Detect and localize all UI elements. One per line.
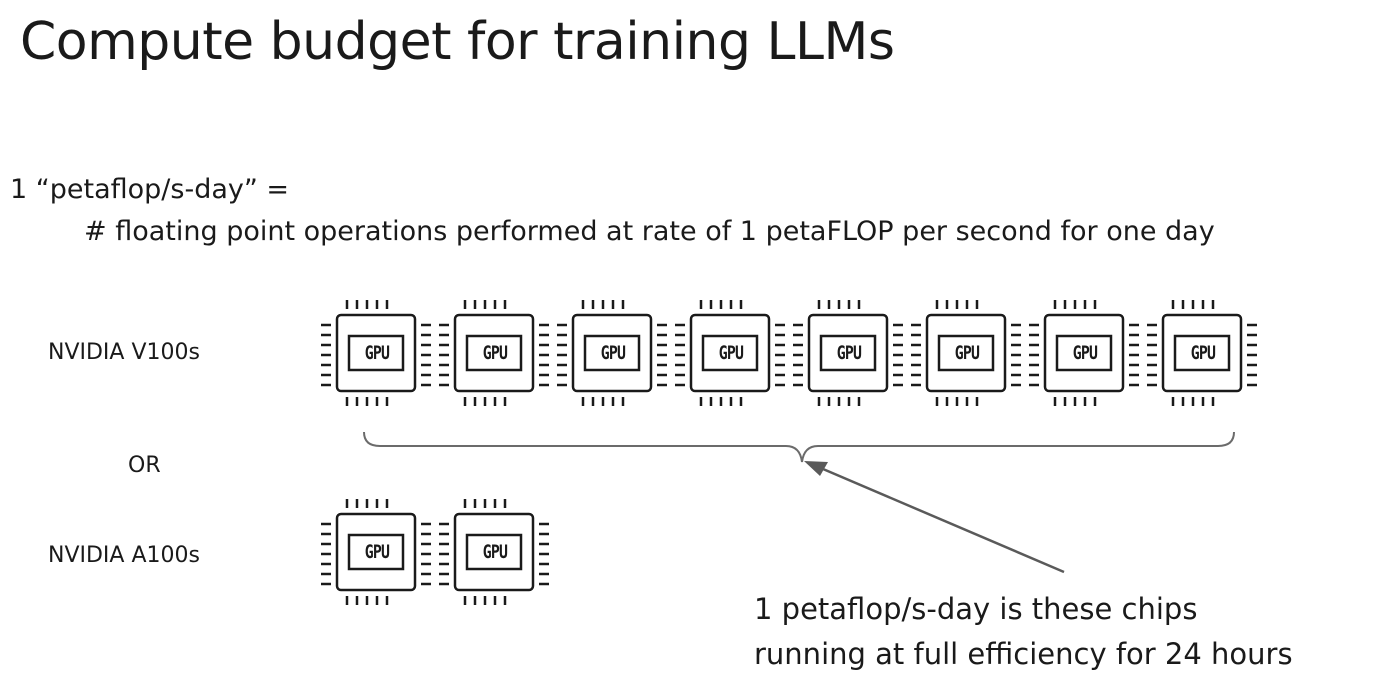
label-v100: NVIDIA V100s	[48, 340, 200, 365]
gpu-chip-label: GPU	[1072, 342, 1098, 364]
curly-brace-icon	[363, 431, 1235, 463]
gpu-chip-icon: GPU	[908, 298, 1026, 408]
callout-line-2: running at full efficiency for 24 hours	[754, 637, 1293, 671]
gpu-chip-icon: GPU	[672, 298, 790, 408]
definition-explanation: # floating point operations performed at…	[84, 216, 1215, 247]
gpu-chip-icon: GPU	[318, 497, 436, 607]
gpu-chip-icon: GPU	[436, 497, 554, 607]
gpu-chip-icon: GPU	[318, 298, 436, 408]
gpu-chip-icon: GPU	[554, 298, 672, 408]
label-a100: NVIDIA A100s	[48, 543, 200, 568]
gpu-chip-label: GPU	[836, 342, 862, 364]
label-or: OR	[128, 453, 161, 478]
gpu-chip-label: GPU	[364, 541, 390, 563]
gpu-chip-label: GPU	[1190, 342, 1216, 364]
gpu-chip-label: GPU	[718, 342, 744, 364]
gpu-chip-icon: GPU	[436, 298, 554, 408]
gpu-chip-icon: GPU	[1026, 298, 1144, 408]
gpu-chip-label: GPU	[364, 342, 390, 364]
arrow-head-icon	[804, 461, 828, 476]
callout-line-1: 1 petaflop/s-day is these chips	[754, 592, 1198, 626]
gpu-chip-icon: GPU	[790, 298, 908, 408]
definition-term: 1 “petaflop/s-day” =	[10, 174, 290, 205]
gpu-chip-label: GPU	[954, 342, 980, 364]
gpu-chip-icon: GPU	[1144, 298, 1262, 408]
slide-title: Compute budget for training LLMs	[20, 12, 895, 72]
gpu-chip-label: GPU	[482, 541, 508, 563]
gpu-chip-label: GPU	[482, 342, 508, 364]
arrow-icon	[815, 464, 1065, 574]
gpu-chip-label: GPU	[600, 342, 626, 364]
